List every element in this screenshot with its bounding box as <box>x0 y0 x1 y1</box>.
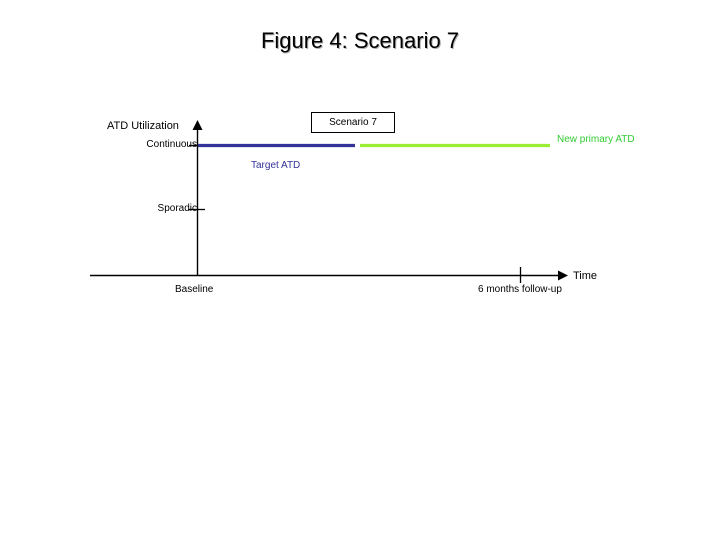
y-tick-label-continuous: Continuous <box>146 139 197 150</box>
scenario-callout-box: Scenario 7 <box>311 112 395 133</box>
y-axis-arrowhead <box>192 120 203 130</box>
page-title: Figure 4: Scenario 7 <box>260 28 460 53</box>
x-tick-label-baseline: Baseline <box>175 284 214 295</box>
x-tick-label-six-months-followup: 6 months follow-up <box>478 284 562 295</box>
x-axis-arrowhead <box>558 270 568 281</box>
series-label-target-atd: Target ATD <box>251 160 301 171</box>
y-tick-label-sporadic: Sporadic <box>157 203 197 214</box>
series-label-new-primary-atd: New primary ATD <box>557 134 635 145</box>
y-axis-title: ATD Utilization <box>107 120 179 132</box>
x-axis-title: Time <box>573 270 598 282</box>
